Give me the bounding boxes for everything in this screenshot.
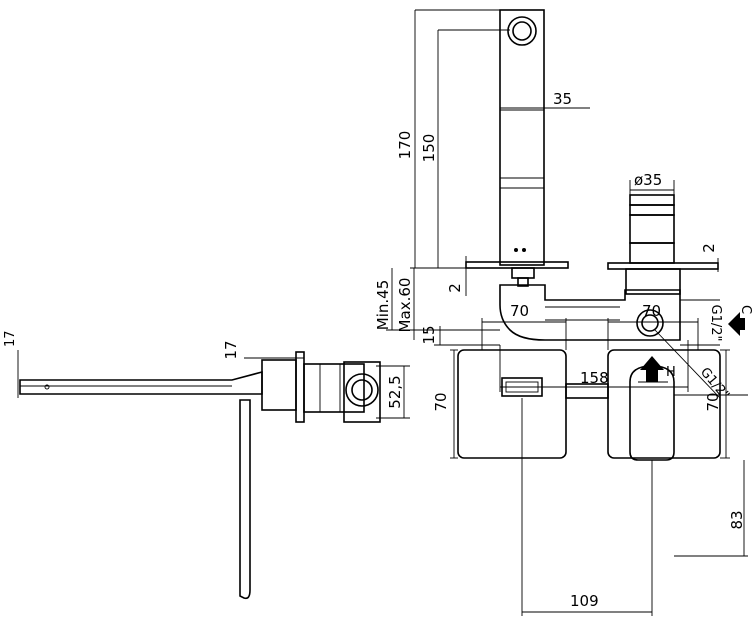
valve-wall-plate bbox=[607, 262, 719, 270]
cartridge-body bbox=[629, 242, 675, 264]
spout-outlet-outer bbox=[507, 16, 537, 46]
cold-arrow-icon bbox=[728, 312, 745, 336]
dim-70-top-left: 70 bbox=[510, 302, 529, 320]
cartridge-ring bbox=[629, 204, 675, 216]
dim-70-side-left: 70 bbox=[432, 392, 450, 411]
inlet-outer bbox=[345, 373, 379, 407]
hot-arrow-icon bbox=[640, 356, 664, 382]
aerator-dot bbox=[44, 384, 50, 390]
dim-158: 158 bbox=[580, 369, 609, 387]
dim-edge: 17 bbox=[3, 330, 18, 347]
spout-body bbox=[499, 9, 545, 266]
valve-housing bbox=[625, 268, 681, 295]
dim-15: 15 bbox=[420, 325, 438, 344]
concealed-pipe bbox=[499, 284, 681, 341]
dim-150: 150 bbox=[420, 134, 438, 163]
cartridge-cap bbox=[629, 194, 675, 206]
inlet-housing bbox=[343, 361, 381, 423]
dim-d35: ø35 bbox=[634, 171, 662, 189]
thread-leader bbox=[654, 329, 721, 399]
dim-35: 35 bbox=[553, 90, 572, 108]
thread-right: G1/2" bbox=[708, 305, 723, 342]
screw-dot bbox=[522, 248, 526, 252]
side-elevation-view: 170 150 35 2 ø35 2 bbox=[374, 9, 752, 403]
connecting-pipe bbox=[565, 383, 609, 399]
valve-inlet-inner bbox=[641, 314, 659, 332]
valve-plate bbox=[607, 349, 721, 459]
inlet-inner bbox=[351, 379, 373, 401]
valve-inlet-outer bbox=[636, 309, 664, 337]
dim-min45: Min.45 bbox=[374, 280, 392, 330]
spout-connector bbox=[517, 277, 529, 287]
dim-2-right: 2 bbox=[700, 243, 718, 253]
dim-109: 109 bbox=[570, 592, 599, 610]
spout-arm bbox=[19, 370, 263, 395]
dim-17: 17 bbox=[222, 340, 240, 359]
cartridge-body bbox=[629, 214, 675, 244]
handle-front bbox=[629, 365, 675, 461]
handle-lever bbox=[239, 399, 251, 600]
wall-plate-profile bbox=[295, 351, 305, 423]
concealed-body bbox=[303, 363, 365, 413]
dim-70-side-right: 70 bbox=[704, 392, 722, 411]
spout-connector bbox=[511, 267, 535, 279]
spout-plate bbox=[457, 349, 567, 459]
cold-label: C bbox=[738, 305, 752, 314]
front-plan-view: 70 70 70 70 83 109 bbox=[432, 302, 748, 616]
dim-52-5: 52,5 bbox=[386, 375, 404, 408]
screw-dot bbox=[514, 248, 518, 252]
dim-max60: Max.60 bbox=[396, 278, 414, 333]
dim-170: 170 bbox=[396, 131, 414, 160]
escutcheon bbox=[261, 359, 297, 411]
dim-2-left: 2 bbox=[446, 283, 464, 293]
dim-70-top-right: 70 bbox=[642, 302, 661, 320]
spout-mouth bbox=[501, 377, 543, 397]
dim-83: 83 bbox=[728, 510, 746, 529]
spout-mouth-inner bbox=[505, 381, 539, 393]
side-profile-view: 17 17 52,5 bbox=[3, 330, 410, 600]
spout-outlet-inner bbox=[512, 21, 532, 41]
